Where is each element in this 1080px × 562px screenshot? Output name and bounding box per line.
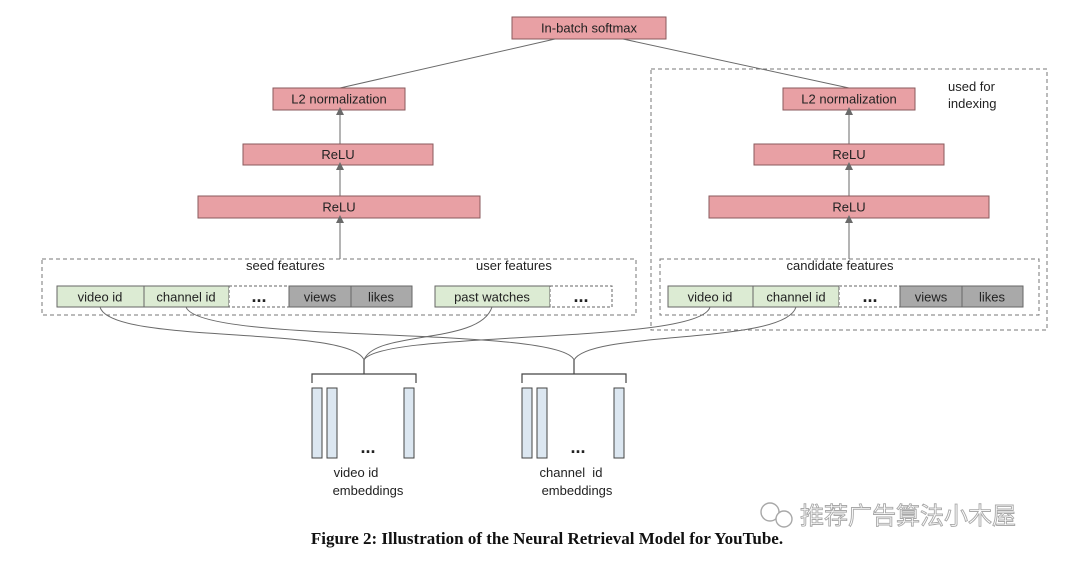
user-feature-ellipsis-label: ... bbox=[573, 286, 588, 306]
indexing-note-line2: indexing bbox=[948, 96, 996, 111]
conn-right-channel-id bbox=[573, 306, 797, 361]
channel-embedding-bar-2 bbox=[536, 387, 548, 459]
channel-embeddings-label-1: channel id bbox=[540, 465, 603, 480]
video-embedding-bar-3 bbox=[403, 387, 415, 459]
channel-embedding-bar-3 bbox=[613, 387, 625, 459]
right-feature-video-id-label: video id bbox=[688, 290, 733, 305]
left-relu-top-label: ReLU bbox=[321, 147, 354, 162]
video-embedding-bar-1 bbox=[311, 387, 323, 459]
left-feature-likes bbox=[350, 285, 413, 308]
wechat-icon-bubble-2 bbox=[775, 510, 793, 528]
right-feature-likes-label: likes bbox=[979, 290, 1006, 305]
seed-features-label: seed features bbox=[246, 258, 325, 273]
right-relu-top-label: ReLU bbox=[832, 147, 865, 162]
left-feature-views-label: views bbox=[304, 290, 337, 305]
channel-embeddings-bracket bbox=[521, 373, 627, 383]
softmax-label: In-batch softmax bbox=[541, 21, 638, 36]
right-features-region bbox=[659, 258, 1040, 316]
left-feature-likes-label: likes bbox=[368, 290, 395, 305]
channel-embedding-ellipsis: ... bbox=[570, 437, 585, 457]
video-embedding-ellipsis: ... bbox=[360, 437, 375, 457]
left-to-softmax-line bbox=[339, 38, 556, 89]
video-embeddings-label-1: video id bbox=[334, 465, 379, 480]
left-features-region bbox=[41, 258, 637, 316]
video-embeddings-label-2: embeddings bbox=[333, 483, 404, 498]
channel-embeddings-group: ... channel id embeddings bbox=[521, 360, 627, 498]
left-relu-bottom-label: ReLU bbox=[322, 200, 355, 215]
conn-past-watches bbox=[363, 306, 493, 361]
right-l2-label: L2 normalization bbox=[801, 92, 896, 107]
right-feature-views-label: views bbox=[915, 290, 948, 305]
right-feature-channel-id-label: channel id bbox=[766, 290, 825, 305]
channel-embeddings-label-2: embeddings bbox=[542, 483, 613, 498]
candidate-features-label: candidate features bbox=[787, 258, 894, 273]
video-embedding-bar-2 bbox=[326, 387, 338, 459]
right-relu-bottom-label: ReLU bbox=[832, 200, 865, 215]
user-feature-past-watches-label: past watches bbox=[454, 290, 530, 305]
left-feature-ellipsis-label: ... bbox=[251, 286, 266, 306]
right-to-softmax-line bbox=[622, 38, 850, 89]
softmax-box bbox=[511, 16, 667, 40]
conn-right-video-id bbox=[363, 306, 711, 361]
left-feature-video-id-label: video id bbox=[78, 290, 123, 305]
left-l2-label: L2 normalization bbox=[291, 92, 386, 107]
indexing-note-line1: used for bbox=[948, 79, 996, 94]
figure-caption: Figure 2: Illustration of the Neural Ret… bbox=[311, 529, 783, 548]
video-embeddings-group: ... video id embeddings bbox=[311, 360, 417, 498]
user-features-label: user features bbox=[476, 258, 552, 273]
conn-left-video-id bbox=[99, 306, 365, 361]
indexing-region bbox=[650, 68, 1048, 331]
video-embeddings-bracket bbox=[311, 373, 417, 383]
right-feature-ellipsis-label: ... bbox=[862, 286, 877, 306]
watermark: 推荐广告算法小木屋 bbox=[760, 502, 1016, 530]
left-feature-channel-id-label: channel id bbox=[156, 290, 215, 305]
watermark-text: 推荐广告算法小木屋 bbox=[800, 502, 1016, 530]
embedding-connections bbox=[99, 306, 797, 361]
right-feature-likes bbox=[961, 285, 1024, 308]
conn-left-channel-id bbox=[185, 306, 575, 361]
channel-embedding-bar-1 bbox=[521, 387, 533, 459]
user-feature-ellipsis bbox=[549, 285, 613, 308]
